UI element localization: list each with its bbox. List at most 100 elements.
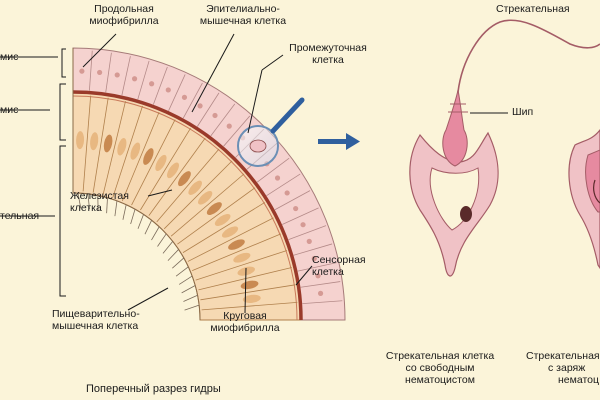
ectoderm-cell-wall <box>197 92 220 127</box>
flagellum <box>175 266 189 277</box>
cell-nucleus <box>114 72 120 78</box>
flagellum <box>157 233 167 247</box>
endoderm-cell-wall <box>182 202 266 253</box>
endoderm-vacuole <box>117 138 127 156</box>
ectoderm-cell-wall <box>293 243 333 256</box>
layer-brackets <box>0 48 66 297</box>
cell-nucleus <box>317 290 324 296</box>
endoderm-cell-wall <box>102 101 126 195</box>
flagellum <box>137 214 144 229</box>
cell-nucleus <box>315 273 321 279</box>
ectoderm-cell-wall <box>282 207 319 225</box>
ectoderm-cell-wall <box>121 56 131 96</box>
label-epithelial-muscle-cell: Эпителиально-мышечная клетка <box>199 3 287 27</box>
ectoderm-cell-wall <box>168 74 186 111</box>
cell-nucleus <box>284 190 290 196</box>
ectoderm-cell-wall <box>223 115 251 147</box>
endoderm-vacuole <box>242 294 261 303</box>
cell-nucleus <box>149 81 155 87</box>
ectoderm-cell-wall <box>137 60 150 100</box>
flagellum <box>181 285 196 294</box>
endoderm-vacuole <box>206 202 222 215</box>
hydra-cross-section <box>72 47 346 321</box>
flagellum <box>130 209 136 225</box>
ectoderm-cell-wall <box>297 262 337 272</box>
ectoderm-cell-wall <box>256 157 290 183</box>
endoderm-cell-wall <box>192 233 282 272</box>
ectoderm-cell-wall <box>153 66 168 105</box>
endoderm-cell-wall <box>148 137 206 216</box>
endoderm-cell-wall <box>140 127 191 211</box>
cell-nucleus <box>306 238 312 244</box>
endoderm-vacuole <box>188 180 202 195</box>
flagellum <box>87 193 90 210</box>
ectoderm-cell-wall <box>300 281 341 288</box>
leader-lines <box>82 33 313 314</box>
cell-nucleus <box>197 103 203 109</box>
flagella <box>77 193 200 311</box>
label-endoderm: тельная <box>0 210 40 222</box>
flagellum <box>183 294 198 302</box>
label-spine: Шип <box>512 106 534 118</box>
endoderm-vacuole <box>130 142 141 160</box>
endoderm-cell-wall <box>92 97 109 193</box>
cell-nucleus <box>79 68 85 74</box>
caption-hydra-section: Поперечный разрез гидры <box>86 383 221 395</box>
mesoglea-layer <box>72 90 303 321</box>
flagellum <box>122 204 127 220</box>
flagellum <box>172 257 185 269</box>
cell-nucleus <box>274 175 281 181</box>
endoderm-cell-wall <box>121 111 160 201</box>
endoderm-cells <box>76 95 298 311</box>
stinging-cell-loaded <box>568 129 600 270</box>
endoderm-vacuole <box>221 226 239 238</box>
ectoderm-cell-wall <box>210 103 236 137</box>
cell-nucleus <box>131 76 138 82</box>
caption-stinging-loaded: Стрекательная с заряж нематоц <box>526 350 600 386</box>
flagellum <box>144 220 152 235</box>
cell-nucleus <box>181 94 188 100</box>
endoderm-vacuole <box>178 171 191 187</box>
transition-arrow <box>318 133 360 150</box>
ectoderm-cell-wall <box>105 52 112 93</box>
stinging-cell-free <box>409 19 600 277</box>
magnifier-icon <box>237 97 305 167</box>
ectoderm-cell-wall <box>288 225 327 240</box>
endoderm-cell-wall <box>82 95 92 192</box>
endoderm-vacuole <box>143 148 154 165</box>
endoderm-cell-wall <box>131 119 176 206</box>
ectoderm-cell-wall <box>89 50 93 91</box>
endoderm-vacuole <box>90 132 99 151</box>
endoderm-vacuole <box>214 213 231 227</box>
endoderm-cell-wall <box>200 284 296 301</box>
cell-nucleus <box>212 112 218 119</box>
flagellum <box>77 193 82 209</box>
ectoderm-cell-wall <box>302 300 343 304</box>
endoderm-vacuole <box>76 131 85 150</box>
endoderm-vacuole <box>103 134 113 153</box>
cell-nucleus <box>300 222 306 228</box>
label-stinging-thread: Стрекательная <box>496 3 570 15</box>
endoderm-vacuole <box>155 154 167 172</box>
endoderm-cell-wall <box>170 173 245 237</box>
flagellum <box>167 249 179 261</box>
label-mesoglea: мис <box>0 104 19 116</box>
flagellum <box>151 226 160 241</box>
flagellum <box>184 304 200 311</box>
ectoderm-cell-wall <box>274 190 311 211</box>
cell-nucleus <box>226 123 232 129</box>
cell-nucleus <box>165 87 171 93</box>
endoderm-cell-wall <box>187 217 274 262</box>
label-ectoderm: мис <box>0 51 19 63</box>
endoderm-vacuole <box>198 191 213 205</box>
endoderm-cell-wall <box>195 250 288 281</box>
cell-nucleus <box>293 205 299 212</box>
endoderm-vacuole <box>233 252 251 263</box>
ectoderm-cell-wall <box>266 173 301 196</box>
endoderm-cell-wall <box>163 160 233 230</box>
